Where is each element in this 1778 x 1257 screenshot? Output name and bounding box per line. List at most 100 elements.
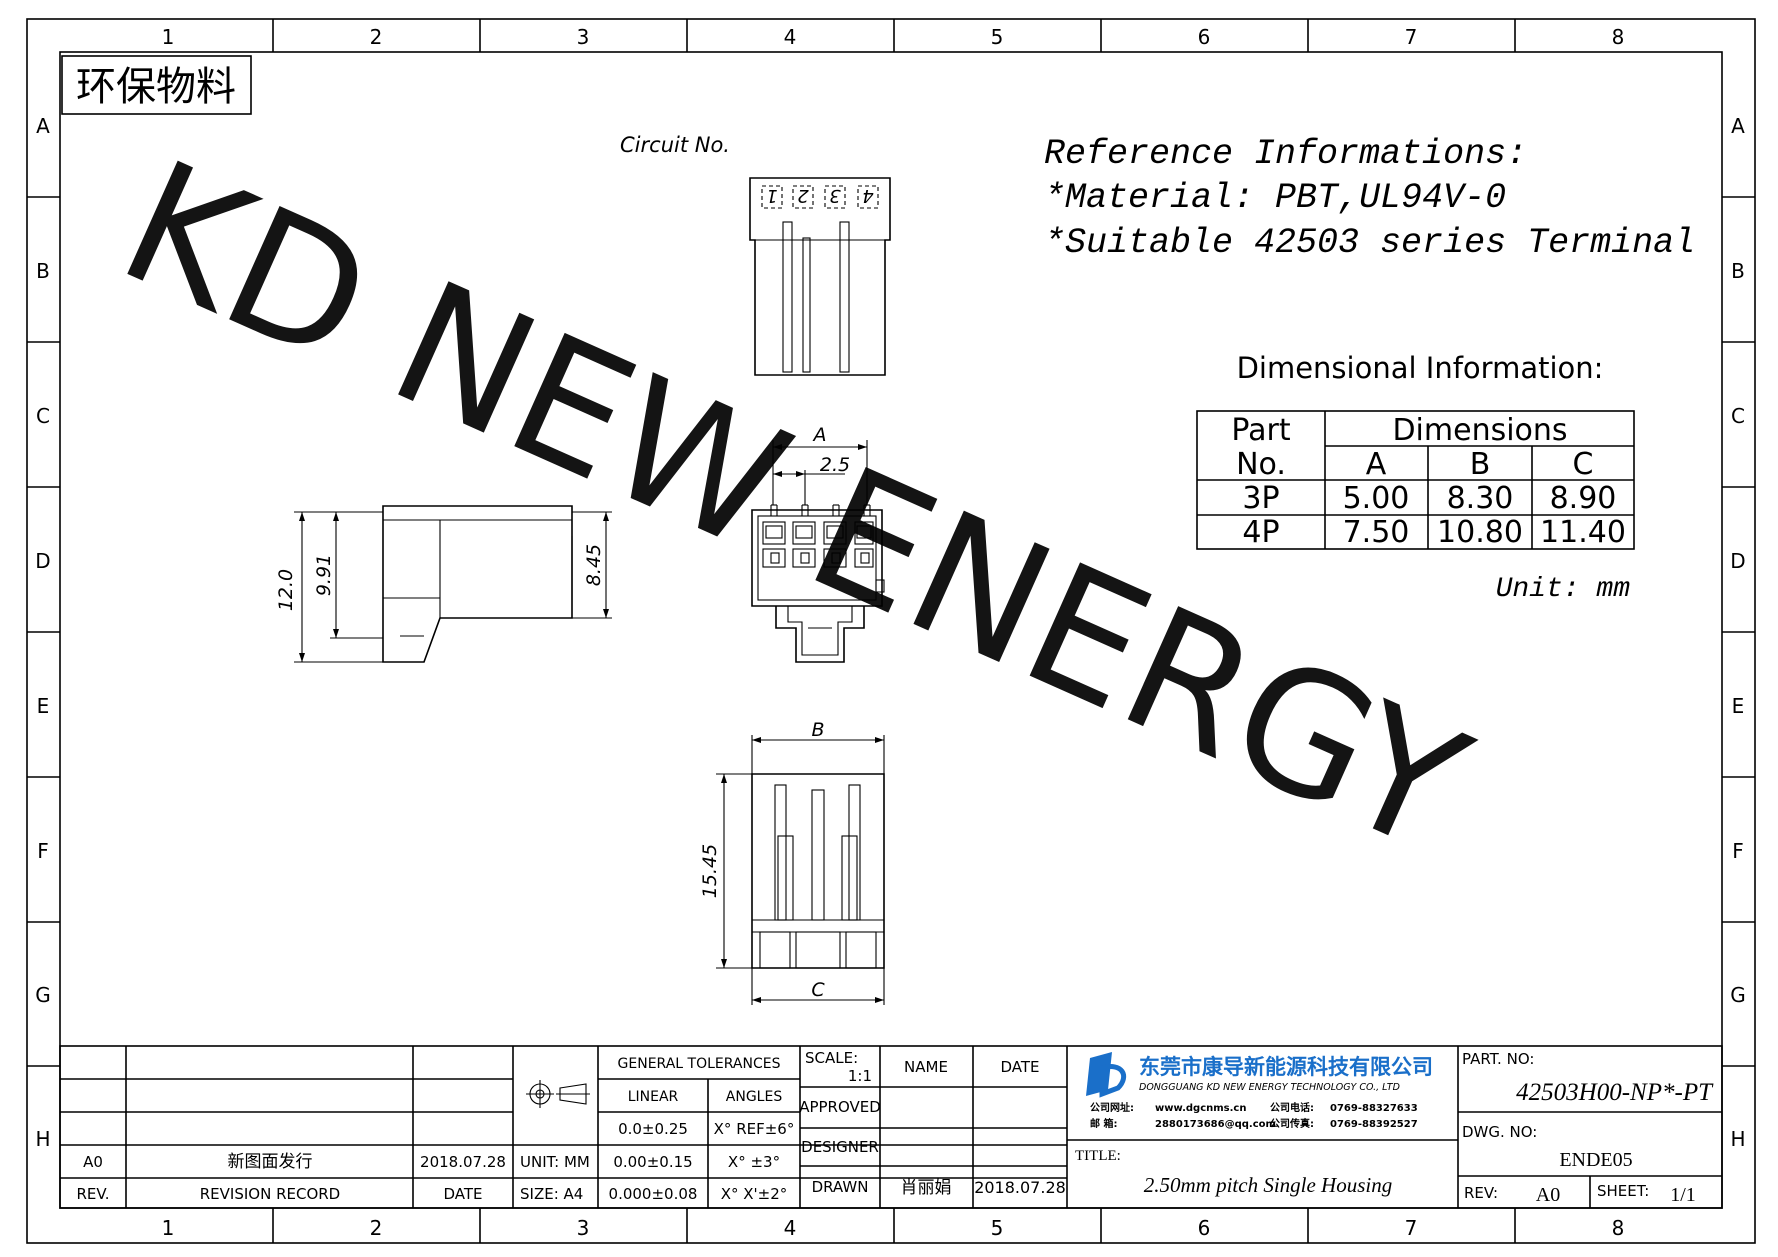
bottom-view: B C 15.45 <box>699 719 885 1005</box>
company-name-cn: 东莞市康导新能源科技有限公司 <box>1139 1055 1433 1079</box>
zone-row-h-left: H <box>35 1127 50 1151</box>
company-site-label: 公司网址: <box>1090 1101 1134 1114</box>
table-row-4p-a: 7.50 <box>1343 515 1410 550</box>
zone-col-7-top: 7 <box>1405 25 1418 49</box>
zone-row-d-left: D <box>35 549 50 573</box>
top-view: 1 2 3 4 <box>749 177 891 376</box>
title-value: 2.50mm pitch Single Housing <box>1144 1173 1392 1197</box>
circuit-number-3: 3 <box>829 185 840 206</box>
table-row-3p-c: 8.90 <box>1550 481 1617 516</box>
company-mail: 2880173686@qq.com <box>1155 1119 1276 1130</box>
table-row-4p-c: 11.40 <box>1540 515 1626 550</box>
zone-col-5-bottom: 5 <box>991 1216 1004 1240</box>
dim-b-label: B <box>811 719 824 741</box>
zone-col-2-bottom: 2 <box>370 1216 383 1240</box>
table-row-3p-a: 5.00 <box>1343 481 1410 516</box>
dim-a-label: A <box>812 424 827 446</box>
table-col-c: C <box>1573 447 1594 482</box>
company-logo-icon <box>1086 1052 1126 1098</box>
size-field: SIZE: A4 <box>520 1185 583 1203</box>
reference-terminal: *Suitable 42503 series Terminal <box>1044 223 1695 263</box>
rev-entry-record: 新图面发行 <box>228 1152 313 1172</box>
reference-info: Reference Informations: *Material: PBT,U… <box>1044 134 1695 263</box>
scale-value: 1:1 <box>848 1067 872 1085</box>
table-header-part: Part <box>1231 413 1290 448</box>
zone-row-c-right: C <box>1731 404 1745 428</box>
zone-col-6-bottom: 6 <box>1198 1216 1211 1240</box>
linear-header: LINEAR <box>628 1089 679 1105</box>
dwg-no-value: ENDE05 <box>1559 1149 1632 1171</box>
dim-height-991-label: 9.91 <box>313 554 335 596</box>
tol-angle-1: X° REF±6° <box>714 1120 795 1138</box>
zone-row-h-right: H <box>1730 1127 1745 1151</box>
table-row-4p-part: 4P <box>1242 515 1279 550</box>
zone-row-a-right: A <box>1731 114 1745 138</box>
company-phone: 0769-88327633 <box>1330 1103 1418 1114</box>
company-phone-label: 公司电话: <box>1270 1101 1314 1114</box>
part-no-label: PART. NO: <box>1462 1050 1534 1068</box>
record-header: REVISION RECORD <box>200 1185 340 1203</box>
zone-row-e-right: E <box>1732 694 1745 718</box>
unit-field: UNIT: MM <box>520 1153 590 1171</box>
zone-row-e-left: E <box>37 694 50 718</box>
zone-col-8-top: 8 <box>1612 25 1625 49</box>
zone-col-7-bottom: 7 <box>1405 1216 1418 1240</box>
zone-row-b-left: B <box>36 259 50 283</box>
zone-row-f-left: F <box>37 839 49 863</box>
drawn-label: DRAWN <box>812 1178 869 1196</box>
tol-linear-1: 0.0±0.25 <box>618 1120 688 1138</box>
eco-material-tag: 环保物料 <box>61 55 252 115</box>
zone-col-4-top: 4 <box>784 25 797 49</box>
table-col-b: B <box>1470 447 1491 482</box>
rev-label: REV: <box>1464 1184 1498 1202</box>
zone-col-1-top: 1 <box>162 25 175 49</box>
table-header-dimensions: Dimensions <box>1392 413 1567 448</box>
rev-entry-date: 2018.07.28 <box>420 1153 506 1171</box>
title-block: A0 新图面发行 2018.07.28 REV. REVISION RECORD… <box>59 1045 1723 1209</box>
title-label: TITLE: <box>1075 1148 1121 1164</box>
zone-row-b-right: B <box>1731 259 1745 283</box>
reference-title: Reference Informations: <box>1044 134 1527 174</box>
projection-symbol-icon <box>526 1080 590 1108</box>
zone-row-g-left: G <box>35 983 51 1007</box>
table-col-a: A <box>1366 447 1387 482</box>
rev-entry-code: A0 <box>83 1153 103 1171</box>
zone-col-1-bottom: 1 <box>162 1216 175 1240</box>
company-fax-label: 公司传真: <box>1270 1117 1314 1130</box>
table-row-3p-part: 3P <box>1242 481 1279 516</box>
tol-angle-3: X° X'±2° <box>721 1185 788 1203</box>
dimensional-info: Dimensional Information: Part No. Dimens… <box>1196 351 1635 605</box>
tol-angle-2: X° ±3° <box>728 1153 780 1171</box>
zone-col-5-top: 5 <box>991 25 1004 49</box>
zone-col-8-bottom: 8 <box>1612 1216 1625 1240</box>
circuit-number-4: 4 <box>862 185 873 206</box>
approved-label: APPROVED <box>799 1098 881 1116</box>
zone-row-a-left: A <box>36 114 50 138</box>
sheet-value: 1/1 <box>1670 1184 1696 1206</box>
unit-label: Unit: mm <box>1496 574 1631 605</box>
zone-col-6-top: 6 <box>1198 25 1211 49</box>
rev-value: A0 <box>1536 1184 1560 1206</box>
name-header: NAME <box>904 1058 948 1076</box>
zone-row-f-right: F <box>1732 839 1744 863</box>
drawn-name: 肖丽娟 <box>901 1178 952 1198</box>
company-name-en: DONGGUANG KD NEW ENERGY TECHNOLOGY CO., … <box>1139 1082 1400 1093</box>
reference-material: *Material: PBT,UL94V-0 <box>1044 178 1506 218</box>
table-row-4p-b: 10.80 <box>1437 515 1523 550</box>
tol-linear-2: 0.00±0.15 <box>613 1153 692 1171</box>
zone-row-d-right: D <box>1730 549 1745 573</box>
date-col-header: DATE <box>443 1185 482 1203</box>
dimensional-title: Dimensional Information: <box>1237 351 1604 385</box>
company-mail-label: 邮 箱: <box>1090 1117 1117 1130</box>
zone-col-2-top: 2 <box>370 25 383 49</box>
tol-linear-3: 0.000±0.08 <box>609 1185 698 1203</box>
table-row-3p-b: 8.30 <box>1447 481 1514 516</box>
side-view: 12.0 9.91 8.45 <box>275 505 612 663</box>
front-view: A 2.5 <box>751 424 885 663</box>
designer-label: DESIGNER <box>801 1138 879 1156</box>
general-tolerances-header: GENERAL TOLERANCES <box>618 1056 781 1072</box>
rev-header: REV. <box>77 1185 110 1203</box>
sheet-label: SHEET: <box>1597 1182 1649 1200</box>
dwg-no-label: DWG. NO: <box>1462 1123 1537 1141</box>
